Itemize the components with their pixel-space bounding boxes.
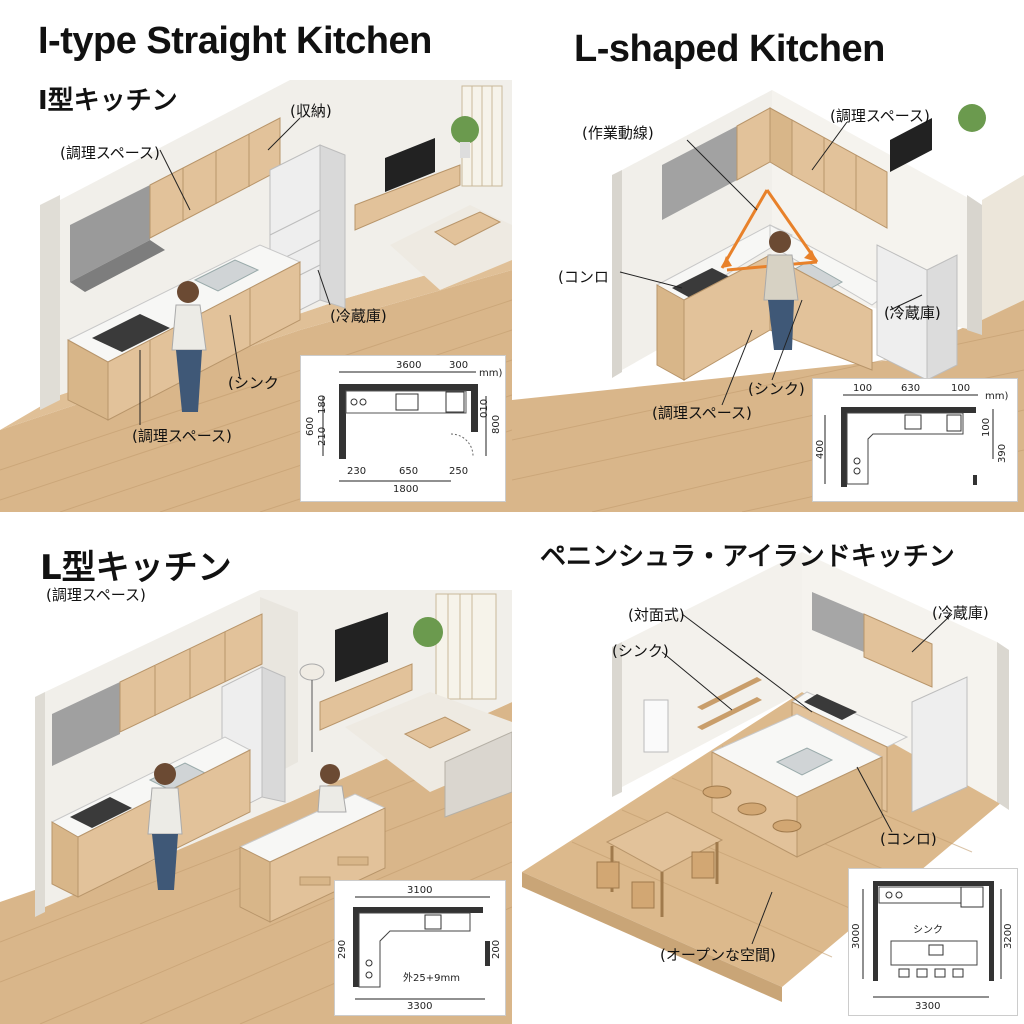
panel1-title-jp: I型キッチン: [38, 86, 178, 116]
plan1-left-dim-1: 600: [305, 416, 316, 436]
floor-plan-l-shaped: 100 630 100 mm) 400 100 390: [812, 378, 1018, 502]
plan3-top: 3100: [407, 885, 433, 896]
label-work-flow: (作業動線): [582, 124, 654, 142]
plan4-left: 3000: [851, 923, 862, 949]
plan2-left-dim: 400: [815, 439, 826, 459]
label-open-space: (オープンな空間): [660, 946, 776, 964]
plan1-left-dim-3: 180: [317, 394, 328, 414]
plan2-right-dim-2: 390: [997, 443, 1008, 463]
plan2-right-dim-1: 100: [981, 417, 992, 437]
panel-l-shaped-kitchen: L-shaped Kitchen (作業動線) (調理スペース) (コンロ (冷…: [512, 0, 1024, 512]
plan3-right: 200: [491, 939, 502, 959]
panel-l-type-kitchen: L型キッチン (調理スペース) 3100 290 200 外25+9mm 330…: [0, 512, 512, 1024]
plan3-center: 外25+9mm: [403, 973, 460, 984]
label-cooking-space-bottom: (調理スペース): [132, 427, 232, 445]
label-storage: (収納): [290, 102, 332, 120]
floor-plan-i-type: 3600 300 mm) 230 650 250 1800 600 210 18…: [300, 355, 506, 502]
label-sink: (シンク: [228, 374, 279, 392]
panel-i-type-kitchen: I-type Straight Kitchen I型キッチン (収納) (調理ス…: [0, 0, 512, 512]
peninsula-island-kitchen-illustration: [522, 552, 1009, 1002]
plan3-left: 290: [337, 939, 348, 959]
floor-plan-l-type: 3100 290 200 外25+9mm 3300: [334, 880, 506, 1016]
label-cooking-space-top: (調理スペース): [830, 107, 930, 125]
plan4-sink: シンク: [913, 925, 943, 936]
plan1-bottom-dim-1: 230: [347, 466, 367, 477]
panel1-title-en: I-type Straight Kitchen: [38, 20, 432, 62]
plan3-bottom: 3300: [407, 1001, 433, 1012]
panel-peninsula-island-kitchen: ペニンシュラ・アイランドキッチン (対面式) (シンク) (冷蔵庫) (コンロ)…: [512, 512, 1024, 1024]
label-facing: (対面式): [628, 606, 685, 624]
label-stove: (コンロ): [880, 830, 937, 848]
plan4-right: 3200: [1003, 923, 1014, 949]
label-cooking-space: (調理スペース): [46, 586, 146, 604]
panel4-title-jp: ペニンシュラ・アイランドキッチン: [540, 542, 955, 572]
plan2-top-dim-1: 100: [853, 383, 873, 394]
plan1-top-dim-1: 3600: [396, 360, 422, 371]
plan1-right-dim-2: 800: [491, 414, 502, 434]
plan1-total: 1800: [393, 484, 419, 495]
plan1-right-dim-1: 010: [479, 398, 490, 418]
plan1-bottom-dim-3: 250: [449, 466, 469, 477]
label-cooking-space-bottom: (調理スペース): [652, 404, 752, 422]
panel2-title-en: L-shaped Kitchen: [574, 28, 885, 70]
label-cooking-space-top: (調理スペース): [60, 144, 160, 162]
floor-plan-island: シンク 3000 3200 3300: [848, 868, 1018, 1016]
plan1-bottom-dim-2: 650: [399, 466, 419, 477]
plan2-top-dim-2: 630: [901, 383, 921, 394]
label-fridge: (冷蔵庫): [330, 307, 387, 325]
plan2-top-dim-3: 100: [951, 383, 971, 394]
plan2-unit: mm): [985, 391, 1009, 402]
label-fridge: (冷蔵庫): [884, 304, 941, 322]
plan4-bottom: 3300: [915, 1001, 941, 1012]
label-sink: (シンク): [612, 642, 669, 660]
label-sink: (シンク): [748, 380, 805, 398]
panel3-title-jp: L型キッチン: [40, 548, 232, 588]
label-stove: (コンロ: [558, 268, 609, 286]
plan1-unit: mm): [479, 368, 503, 379]
plan1-left-dim-2: 210: [317, 426, 328, 446]
l-shaped-kitchen-illustration: [512, 90, 1024, 512]
plan1-top-dim-2: 300: [449, 360, 469, 371]
label-fridge: (冷蔵庫): [932, 604, 989, 622]
